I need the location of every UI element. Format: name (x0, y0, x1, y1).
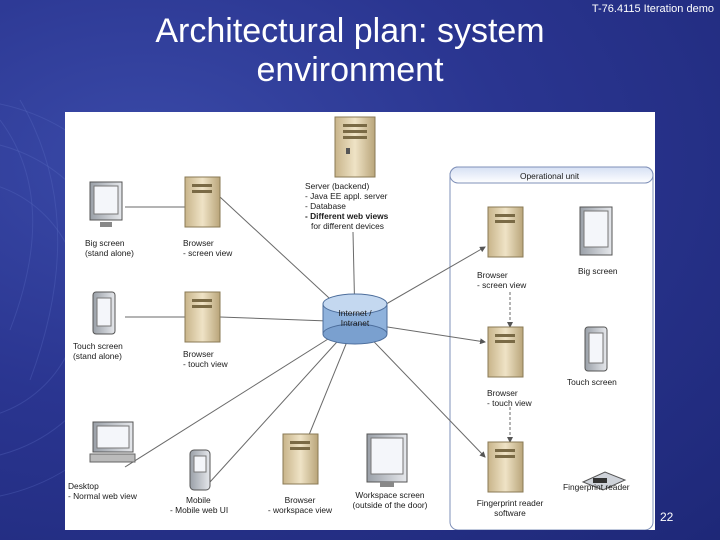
internet-intranet-icon (322, 293, 388, 345)
fingerprint-reader-label: Fingerprint reader (563, 482, 630, 492)
browser-touch-right-icon (487, 326, 524, 378)
touch-screen-standalone-label: Touch screen (stand alone) (73, 341, 123, 361)
big-screen-standalone-label: Big screen (stand alone) (85, 238, 134, 258)
mobile-label: Mobile - Mobile web UI (170, 495, 229, 515)
browser-screen-left-icon (184, 176, 221, 228)
browser-workspace-label: Browser - workspace view (267, 495, 333, 515)
touch-screen-right-label: Touch screen (567, 377, 617, 387)
workspace-screen-label: Workspace screen (outside of the door) (352, 490, 428, 510)
browser-workspace-icon (282, 433, 319, 485)
browser-screen-right-icon (487, 206, 524, 258)
fingerprint-software-label: Fingerprint reader software (476, 498, 544, 518)
big-screen-right-label: Big screen (578, 266, 618, 276)
desktop-computer-icon (89, 421, 136, 463)
slide-title: Architectural plan: system environment (155, 12, 545, 89)
browser-touch-left-icon (184, 291, 221, 343)
workspace-screen-icon (366, 433, 408, 487)
touch-screen-left-icon (92, 291, 116, 335)
browser-touch-right-label: Browser - touch view (487, 388, 532, 408)
browser-screen-left-label: Browser - screen view (183, 238, 233, 258)
course-header: T-76.4115 Iteration demo (591, 3, 714, 15)
desktop-label: Desktop - Normal web view (68, 481, 137, 501)
browser-screen-right-label: Browser - screen view (477, 270, 527, 290)
browser-fingerprint-icon (487, 441, 524, 493)
mobile-phone-icon (189, 449, 211, 491)
server-tower-icon (334, 116, 376, 178)
big-screen-left-icon (89, 181, 123, 227)
architecture-diagram: Operational unit Server (backend) - Java… (65, 112, 655, 530)
touch-screen-right-icon (584, 326, 608, 372)
operational-unit-label: Operational unit (520, 171, 580, 181)
server-label: Server (backend) - Java EE appl. server … (305, 181, 389, 231)
network-label: Internet / Intranet (338, 308, 372, 328)
operational-unit-box (449, 166, 654, 530)
browser-touch-left-label: Browser - touch view (183, 349, 228, 369)
fingerprint-reader-icon (581, 471, 627, 491)
diagram-graphics (89, 116, 654, 530)
big-screen-right-icon (579, 206, 613, 256)
slide-number: 22 (660, 510, 674, 524)
